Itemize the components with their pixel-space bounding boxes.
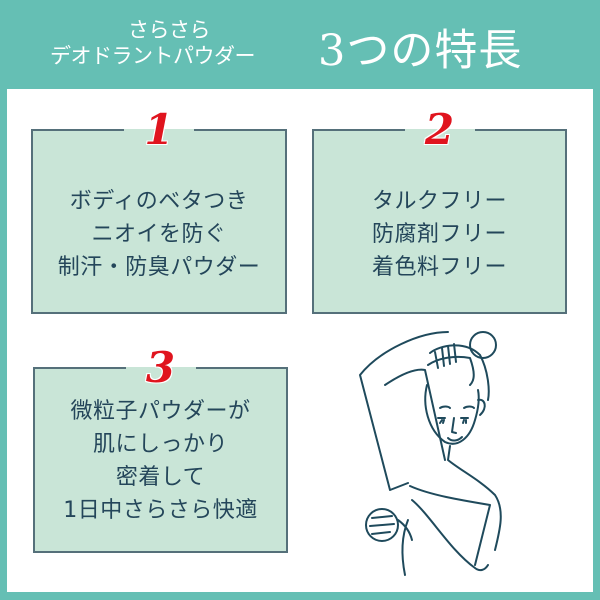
feature-line: ボディのベタつき [69,189,249,214]
feature-line: 肌にしっかり [92,432,228,457]
feature-line: 着色料フリー [371,255,507,280]
feature-line: 制汗・防臭パウダー [57,255,261,280]
feature-number-3: 3 [125,343,196,392]
feature-line: 1日中さらさら快適 [63,498,258,523]
feature-number-2: 2 [404,105,475,154]
header-banner: さらさら デオドラントパウダー 3つの特長 [0,0,600,89]
feature-line: 密着して [115,465,206,490]
feature-number-1: 1 [124,105,194,154]
feature-text-3: 微粒子パウダーが 肌にしっかり 密着して 1日中さらさら快適 [35,395,286,527]
feature-line: 微粒子パウダーが [70,399,251,424]
feature-card-2: 2 タルクフリー 防腐剤フリー 着色料フリー [312,105,567,314]
header-subtitle-line1: さらさら [128,18,211,42]
feature-line: 防腐剤フリー [371,222,507,247]
feature-text-2: タルクフリー 防腐剤フリー 着色料フリー [314,185,565,284]
feature-text-1: ボディのベタつき ニオイを防ぐ 制汗・防臭パウダー [33,185,285,284]
feature-line: ニオイを防ぐ [91,222,227,247]
feature-card-3: 3 微粒子パウダーが 肌にしっかり 密着して 1日中さらさら快適 [33,343,288,553]
feature-line: タルクフリー [371,189,507,214]
woman-applying-powder-icon [330,320,530,590]
feature-card-1: 1 ボディのベタつき ニオイを防ぐ 制汗・防臭パウダー [31,105,287,314]
header-subtitle-line2: デオドラントパウダー [50,44,256,68]
header-title: 3つの特長 [318,26,523,76]
